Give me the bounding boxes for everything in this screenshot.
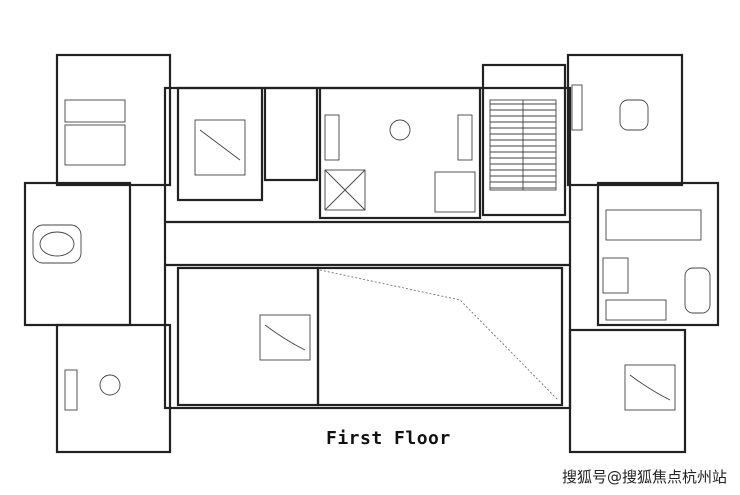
- interior-walls: [32, 63, 711, 411]
- bedroom-top-left: [176, 86, 264, 202]
- open-area: [316, 266, 564, 407]
- stair-hall: [481, 63, 567, 217]
- bedroom-bottom-left: [176, 266, 320, 407]
- watermark: 搜狐号@搜狐焦点杭州站: [562, 468, 728, 486]
- elevator: [324, 169, 366, 211]
- plan-title: First Floor: [326, 428, 451, 449]
- exterior-walls: [23, 53, 720, 454]
- bathroom-small: [263, 86, 319, 182]
- living-room: [318, 86, 482, 220]
